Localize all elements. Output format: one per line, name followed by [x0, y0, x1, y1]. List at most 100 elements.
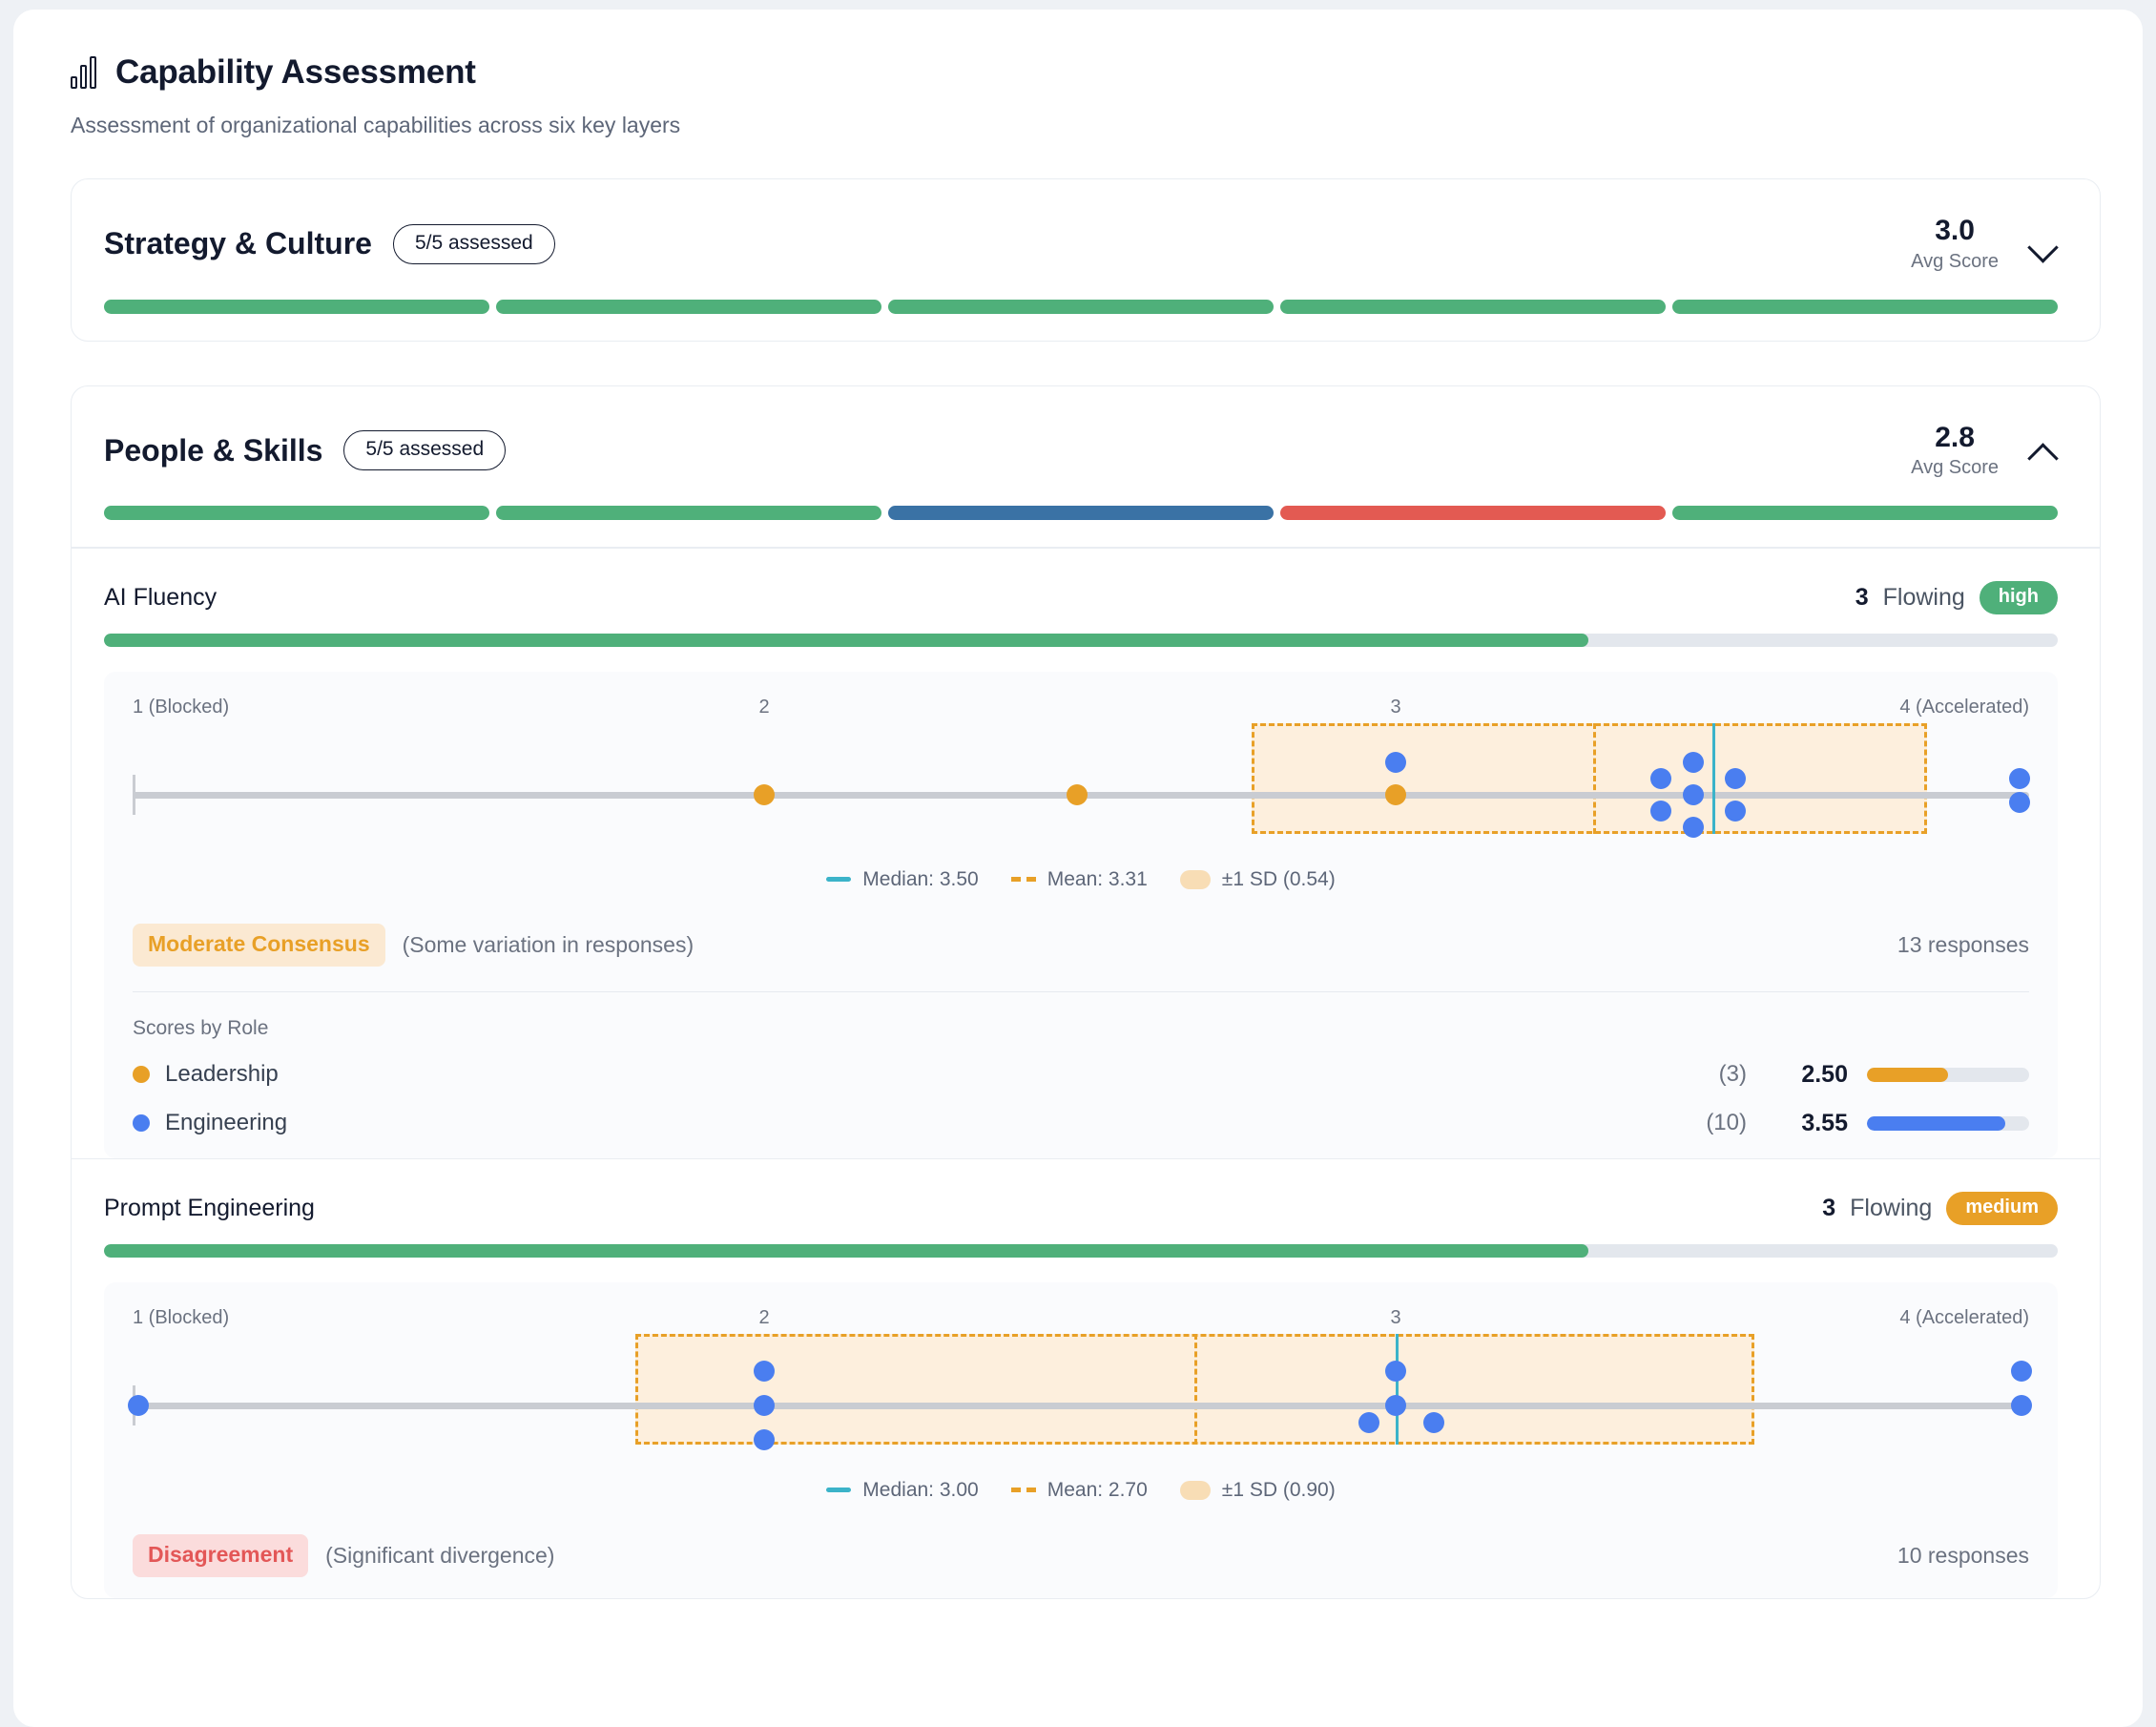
response-dot	[1683, 751, 1705, 773]
mean-swatch	[1010, 877, 1036, 882]
layer-segment	[104, 506, 489, 520]
role-row: Engineering(10)3.55	[133, 1110, 2029, 1137]
distribution-plot: 1 (Blocked) 2 3 4 (Accelerated) Median: 3.50…	[104, 671, 2058, 1158]
assessed-pill: 5/5 assessed	[392, 223, 555, 264]
avg-score-value: 2.8	[1935, 421, 1975, 453]
median-label: Median: 3.50	[862, 867, 979, 890]
layer-segment	[104, 299, 489, 314]
avg-score-label: Avg Score	[1911, 250, 1999, 272]
legend-median: Median: 3.00	[826, 1478, 979, 1502]
layer-segment	[496, 506, 881, 520]
response-dot	[754, 1428, 775, 1450]
axis-label: 3	[1390, 696, 1401, 718]
page-header: Capability Assessment	[71, 53, 2101, 92]
scores-by-role-title: Scores by Role	[133, 1016, 269, 1039]
response-dot	[2011, 1360, 2033, 1382]
layer-segment-bar	[72, 479, 2100, 547]
capability-name: Prompt Engineering	[104, 1194, 315, 1221]
axis-label: 1 (Blocked)	[133, 696, 230, 718]
capability-progress-fill	[104, 633, 1589, 647]
legend-median: Median: 3.50	[826, 867, 979, 891]
sd-band	[1251, 722, 1927, 834]
role-value: 2.50	[1801, 1060, 1848, 1088]
layer-segment	[888, 299, 1274, 314]
axis-labels: 1 (Blocked) 2 3 4 (Accelerated)	[133, 697, 2029, 725]
axis-label: 2	[758, 1306, 770, 1328]
axis-label: 2	[758, 696, 770, 718]
response-dot	[1724, 800, 1746, 822]
axis-label: 1 (Blocked)	[133, 1306, 230, 1328]
response-dot	[1683, 783, 1705, 805]
capability-progress-fill	[104, 1243, 1589, 1258]
consensus-row: Moderate Consensus (Some variation in res…	[133, 923, 2029, 967]
page-subtitle: Assessment of organizational capabilitie…	[71, 113, 681, 137]
axis-label: 4 (Accelerated)	[1899, 696, 2029, 718]
capability-progress-bar	[104, 633, 2058, 647]
legend-sd: ±1 SD (0.90)	[1179, 1478, 1336, 1502]
chevron-down-icon[interactable]	[2027, 228, 2060, 260]
mean-line	[1194, 1333, 1198, 1445]
layer-name: People & Skills	[104, 432, 323, 468]
avg-score-value: 3.0	[1935, 215, 1975, 246]
confidence-badge: medium	[1946, 1191, 2058, 1225]
capability-state: Flowing	[1850, 1194, 1933, 1221]
layer-segment	[1672, 506, 2058, 520]
sd-swatch	[1179, 869, 1211, 889]
layer-segment	[496, 299, 881, 314]
response-dot	[754, 783, 775, 805]
role-bar-fill	[1867, 1115, 2005, 1131]
app-card: Capability Assessment Assessment of orga…	[13, 10, 2143, 1727]
response-dot	[1067, 783, 1088, 805]
response-dot	[1724, 767, 1746, 789]
role-color-dot	[133, 1066, 150, 1083]
role-value: 3.55	[1801, 1109, 1848, 1136]
layer-name: Strategy & Culture	[104, 226, 372, 261]
sd-label: ±1 SD (0.90)	[1221, 1478, 1336, 1501]
median-label: Median: 3.00	[862, 1478, 979, 1501]
consensus-badge: Disagreement	[133, 1533, 309, 1577]
chevron-up-icon[interactable]	[2027, 434, 2060, 467]
response-dot	[1683, 816, 1705, 838]
response-dot	[2009, 791, 2031, 813]
response-count: 13 responses	[1897, 931, 2029, 957]
median-swatch	[826, 877, 852, 882]
response-dot	[2011, 1394, 2033, 1416]
response-dot	[1422, 1411, 1444, 1433]
mean-swatch	[1010, 1488, 1036, 1492]
axis-track	[133, 1402, 2029, 1409]
capability-name: AI Fluency	[104, 583, 218, 611]
consensus-badge: Moderate Consensus	[133, 923, 385, 967]
response-dot	[1650, 767, 1672, 789]
median-line	[1396, 1333, 1399, 1445]
sd-label: ±1 SD (0.54)	[1221, 867, 1336, 890]
response-dot	[127, 1394, 149, 1416]
legend-sd: ±1 SD (0.54)	[1179, 867, 1336, 891]
confidence-badge: high	[1979, 580, 2058, 614]
divider	[72, 547, 2100, 549]
consensus-note: (Some variation in responses)	[402, 931, 694, 957]
response-dot	[754, 1394, 775, 1416]
role-bar-fill	[1867, 1067, 1948, 1082]
response-dot	[1385, 1394, 1406, 1416]
role-color-dot	[133, 1114, 150, 1132]
axis-label: 4 (Accelerated)	[1899, 1306, 2029, 1328]
role-bar	[1867, 1067, 2029, 1082]
sd-swatch	[1179, 1480, 1211, 1500]
response-dot	[2009, 767, 2031, 789]
layer-segment-bar	[72, 273, 2100, 341]
role-row: Leadership(3)2.50	[133, 1061, 2029, 1089]
